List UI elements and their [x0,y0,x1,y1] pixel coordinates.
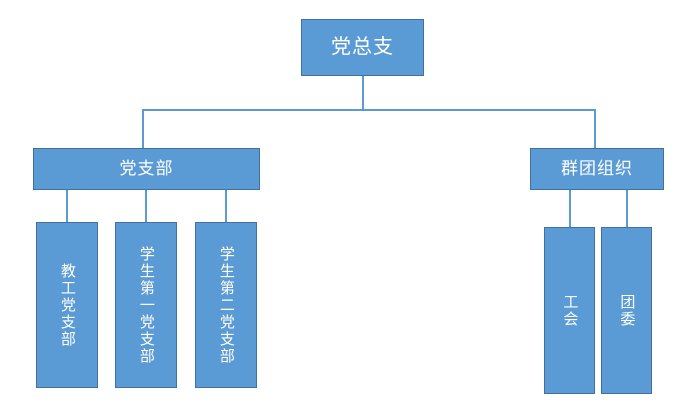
connector-root-stem [362,76,364,111]
connector-root-trunk [142,109,596,111]
node-root[interactable]: 党总支 [301,19,424,76]
connector-massorg-to-org-1 [569,190,571,227]
node-labor-union-label: 工会 [561,293,579,328]
node-mass-organizations[interactable]: 群团组织 [530,148,664,190]
node-labor-union[interactable]: 工会 [544,227,595,394]
node-party-branch-student-1[interactable]: 学生第一党支部 [115,222,177,388]
node-party-branch-student-1-label: 学生第一党支部 [137,245,155,365]
node-youth-league[interactable]: 团委 [601,227,652,394]
node-party-branch-student-2[interactable]: 学生第二党支部 [195,222,257,388]
node-party-branch-student-2-label: 学生第二党支部 [217,245,235,365]
connector-massorg-to-org-2 [626,190,628,227]
connector-trunk-to-party [142,109,144,148]
node-party-committee-label: 党支部 [119,159,174,179]
node-party-committee[interactable]: 党支部 [33,148,260,190]
node-party-branch-staff[interactable]: 教工党支部 [36,222,98,388]
node-youth-league-label: 团委 [618,293,636,328]
node-root-label: 党总支 [331,36,394,58]
connector-trunk-to-massorg [594,109,596,148]
connector-party-to-branch-3 [225,190,227,222]
connector-party-to-branch-1 [66,190,68,222]
node-party-branch-staff-label: 教工党支部 [58,262,76,348]
connector-party-to-branch-2 [145,190,147,222]
node-mass-organizations-label: 群团组织 [561,159,633,179]
